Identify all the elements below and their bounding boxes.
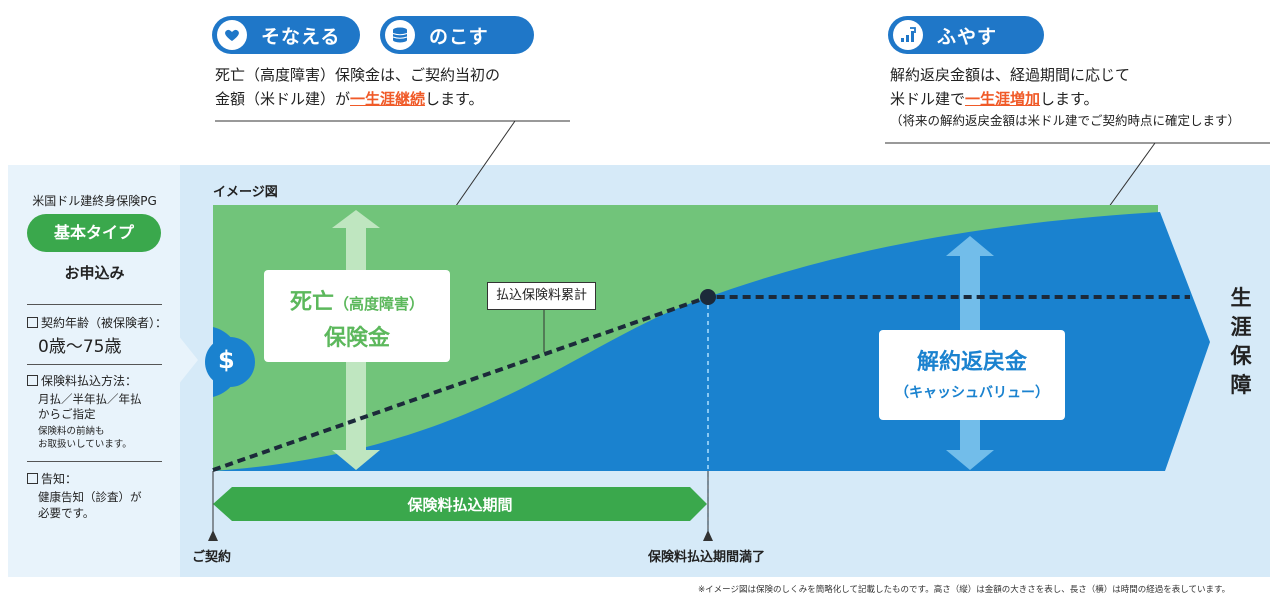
pay-value-1: 月払／半年払／年払 (38, 392, 142, 406)
start-marker (208, 530, 218, 541)
pay-value-2: からご指定 (38, 407, 96, 421)
end-marker (703, 530, 713, 541)
notice-value-2: 必要です。 (38, 506, 95, 520)
type-badge: 基本タイプ (27, 214, 161, 252)
premium-end-dot (700, 289, 716, 305)
death-benefit-line2: 保険金 (323, 326, 390, 351)
pay-note-2: お取扱いしています。 (38, 439, 132, 450)
callout-text: 金額（米ドル建）が (215, 90, 351, 108)
surrender-line1: 解約返戻金 (916, 350, 1027, 375)
lifetime-char: 障 (1230, 373, 1252, 397)
payment-period-label: 保険料払込期間 (407, 496, 513, 514)
surrender-value-box: 解約返戻金 （キャッシュバリュー） (879, 330, 1065, 420)
growth-chart-icon (893, 20, 923, 50)
premium-cumulative-label: 払込保険料累計 (487, 282, 597, 310)
divider (27, 364, 162, 365)
pill-label: のこす (429, 25, 489, 48)
coin-stack-icon (385, 20, 415, 50)
callout-line: 死亡（高度障害）保険金は、ご契約当初の (215, 66, 501, 84)
checkbox-icon (27, 317, 38, 328)
dollar-icon: $ (218, 346, 235, 374)
lifetime-char: 保 (1230, 344, 1252, 368)
age-value: 0歳〜75歳 (38, 337, 122, 357)
death-benefit-box: 死亡（高度障害） 保険金 (264, 270, 450, 362)
callout-line: 金額（米ドル建）が一生涯継続します。 (215, 87, 500, 111)
pay-label: 保険料払込方法： (27, 372, 137, 389)
divider (27, 461, 162, 462)
apply-label: お申込み (64, 264, 125, 282)
checkbox-icon (27, 473, 38, 484)
pay-label-text: 保険料払込方法： (41, 374, 138, 388)
pill-sonaeru: そなえる (212, 16, 360, 54)
pill-label: そなえる (261, 25, 341, 48)
notice-label-text: 告知： (41, 472, 78, 486)
notice-label: 告知： (27, 470, 77, 487)
pill-label: ふやす (937, 25, 998, 48)
callout-highlight: 一生涯増加 (965, 90, 1041, 108)
panel-notch (178, 335, 198, 385)
callout-line: 米ドル建で一生涯増加します。 (890, 87, 1240, 111)
notice-value-1: 健康告知（診査）が (38, 490, 142, 504)
pay-note-1: 保険料の前納も (38, 426, 105, 437)
death-benefit-text: 死亡 (289, 290, 334, 315)
checkbox-icon (27, 375, 38, 386)
callout-text: します。 (425, 90, 484, 108)
lifetime-char: 生 (1230, 286, 1252, 310)
callout-surrender: 解約返戻金額は、経過期間に応じて 米ドル建で一生涯増加します。 （将来の解約返戻… (890, 63, 1240, 131)
callout-line: 解約返戻金額は、経過期間に応じて (890, 66, 1131, 84)
callout-death-benefit: 死亡（高度障害）保険金は、ご契約当初の 金額（米ドル建）が一生涯継続します。 (215, 63, 500, 111)
lifetime-char: 涯 (1230, 315, 1252, 339)
lifetime-label: 生 涯 保 障 (1228, 284, 1254, 400)
heart-hand-icon (217, 20, 247, 50)
product-name: 米国ドル建終身保険PG (32, 194, 157, 208)
payment-period-bar (213, 487, 707, 521)
payment-end-label: 保険料払込期間満了 (648, 550, 766, 565)
image-label: イメージ図 (213, 185, 278, 200)
callout-highlight: 一生涯継続 (350, 90, 426, 108)
pill-fuyasu: ふやす (888, 16, 1044, 54)
death-benefit-line: 死亡（高度障害） (264, 284, 450, 316)
pill-nokosu: のこす (380, 16, 534, 54)
callout-note: （将来の解約返戻金額は米ドル建でご契約時点に確定します） (890, 113, 1241, 128)
callout-text: します。 (1040, 90, 1099, 108)
age-label-text: 契約年齢（被保険者）： (41, 316, 168, 330)
contract-start-label: ご契約 (192, 550, 232, 565)
callout-text: 米ドル建で (890, 90, 966, 108)
surrender-line2: （キャッシュバリュー） (895, 385, 1049, 401)
divider (27, 304, 162, 305)
footnote: ※イメージ図は保険のしくみを簡略化して記載したものです。高さ（縦）は金額の大きさ… (698, 585, 1231, 595)
death-benefit-paren: （高度障害） (334, 295, 425, 313)
age-label: 契約年齢（被保険者）： (27, 314, 167, 331)
